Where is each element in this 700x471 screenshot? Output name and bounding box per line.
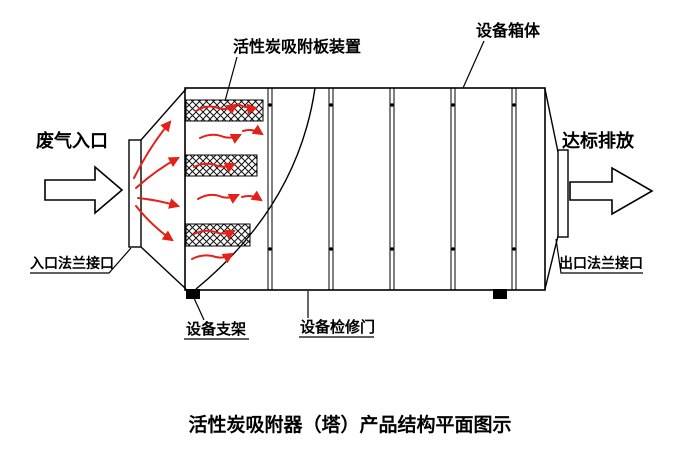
airflow-arrow	[195, 103, 238, 115]
leader-carbon-plate	[224, 56, 238, 102]
support-foot-left	[186, 289, 200, 299]
inlet-flow-arrow	[44, 165, 124, 215]
carbon-plate-1	[185, 99, 264, 122]
leader-support	[193, 297, 205, 321]
compliant-discharge-label: 达标排放	[562, 130, 635, 152]
leader-inlet-flange	[30, 247, 132, 274]
equipment-support-label: 设备支架	[186, 320, 246, 338]
carbon-plate-2	[185, 154, 258, 177]
airflow-arrow	[199, 133, 242, 144]
airflow-arrow	[242, 124, 264, 136]
airflow-arrow	[135, 205, 174, 242]
carbon-plates	[185, 99, 264, 247]
panel-seams	[267, 88, 517, 290]
maintenance-door-label: 设备检修门	[300, 318, 375, 336]
airflow-arrows	[133, 103, 264, 264]
equipment-box-label: 设备箱体	[476, 21, 541, 40]
equipment-box-body	[184, 87, 546, 291]
airflow-arrow	[241, 190, 263, 202]
airflow-arrow	[197, 193, 240, 204]
support-foot-right	[493, 289, 507, 299]
diagram-title: 活性炭吸附器（塔）产品结构平面图示	[188, 413, 511, 436]
leader-outlet-flange	[555, 238, 643, 274]
airflow-arrow	[133, 120, 172, 179]
inlet-chamber-arc	[195, 87, 316, 290]
outlet-flange	[557, 149, 569, 238]
leader-lines	[30, 40, 643, 340]
carbon-plate-device-label: 活性炭吸附板装置	[233, 37, 361, 56]
outlet-flange-label: 出口法兰接口	[559, 255, 643, 272]
seam-bolts	[268, 103, 516, 251]
outlet-duct	[544, 88, 569, 290]
airflow-arrow	[237, 103, 259, 115]
airflow-arrow	[193, 229, 236, 240]
carbon-plate-3	[185, 223, 251, 247]
airflow-arrow	[191, 252, 234, 264]
inlet-duct	[128, 88, 187, 290]
airflow-arrow	[137, 197, 181, 209]
airflow-arrow	[193, 162, 236, 173]
outlet-flow-arrow	[569, 166, 654, 216]
waste-gas-inlet-label: 废气入口	[36, 130, 108, 152]
leader-equipment-box	[462, 40, 485, 89]
inlet-flange-label: 入口法兰接口	[30, 255, 114, 272]
airflow-arrow	[135, 156, 180, 189]
inlet-flange	[128, 139, 142, 248]
